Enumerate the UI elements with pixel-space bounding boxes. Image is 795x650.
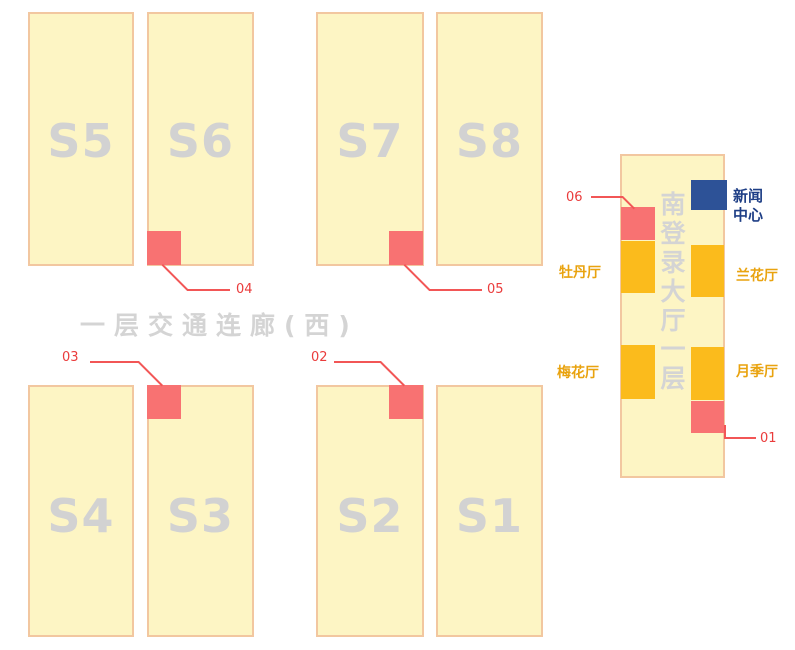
point-01-label: 01 bbox=[760, 431, 777, 446]
room-orchid[interactable] bbox=[691, 245, 724, 297]
point-04-marker[interactable] bbox=[147, 231, 181, 265]
hall-s5[interactable]: S5 bbox=[28, 12, 134, 266]
hall-s5-label: S5 bbox=[47, 114, 115, 168]
point-06-label: 06 bbox=[566, 190, 583, 205]
hall-s8-label: S8 bbox=[455, 114, 524, 168]
hall-s4-label: S4 bbox=[47, 489, 115, 543]
room-plum[interactable] bbox=[621, 345, 655, 399]
point-03-leader-diag bbox=[137, 361, 164, 387]
news-center-box[interactable] bbox=[691, 180, 727, 210]
point-03-leader-horiz bbox=[90, 361, 139, 363]
room-peony-label: 牡丹厅 bbox=[559, 265, 601, 281]
point-01-marker[interactable] bbox=[691, 401, 724, 433]
hall-s6[interactable]: S6 bbox=[147, 12, 254, 266]
room-rose-label: 月季厅 bbox=[736, 364, 778, 380]
hall-s1[interactable]: S1 bbox=[436, 385, 543, 637]
hall-s1-label: S1 bbox=[455, 489, 524, 543]
point-06-leader-horiz bbox=[591, 196, 623, 198]
point-02-leader-horiz bbox=[334, 361, 381, 363]
hall-s7-label: S7 bbox=[336, 114, 404, 168]
hall-s6-label: S6 bbox=[166, 114, 235, 168]
point-04-leader-horiz bbox=[187, 289, 230, 291]
point-01-leader-vert bbox=[724, 425, 726, 438]
point-01-leader-horiz bbox=[724, 437, 756, 439]
hall-s2-label: S2 bbox=[336, 489, 404, 543]
hall-s8[interactable]: S8 bbox=[436, 12, 543, 266]
point-04-leader-diag bbox=[161, 264, 189, 291]
south-lobby-label: 南登录大厅一层 bbox=[660, 190, 686, 393]
point-05-leader-diag bbox=[403, 264, 431, 291]
hall-s2[interactable]: S2 bbox=[316, 385, 424, 637]
room-rose[interactable] bbox=[691, 347, 724, 400]
point-05-label: 05 bbox=[487, 282, 504, 297]
point-04-label: 04 bbox=[236, 282, 253, 297]
corridor-label: 一层交通连廊(西) bbox=[80, 311, 359, 340]
room-peony[interactable] bbox=[621, 241, 655, 293]
point-02-marker[interactable] bbox=[389, 385, 423, 419]
hall-s7[interactable]: S7 bbox=[316, 12, 424, 266]
point-03-label: 03 bbox=[62, 350, 79, 365]
hall-s4[interactable]: S4 bbox=[28, 385, 134, 637]
point-02-label: 02 bbox=[311, 350, 328, 365]
hall-s3[interactable]: S3 bbox=[147, 385, 254, 637]
point-05-marker[interactable] bbox=[389, 231, 423, 265]
point-03-marker[interactable] bbox=[147, 385, 181, 419]
news-center-label: 新闻中心 bbox=[733, 187, 764, 224]
point-06-marker[interactable] bbox=[621, 207, 655, 240]
room-orchid-label: 兰花厅 bbox=[736, 268, 778, 284]
hall-s3-label: S3 bbox=[166, 489, 235, 543]
point-05-leader-horiz bbox=[429, 289, 482, 291]
room-plum-label: 梅花厅 bbox=[557, 365, 599, 381]
point-02-leader-diag bbox=[379, 361, 406, 387]
